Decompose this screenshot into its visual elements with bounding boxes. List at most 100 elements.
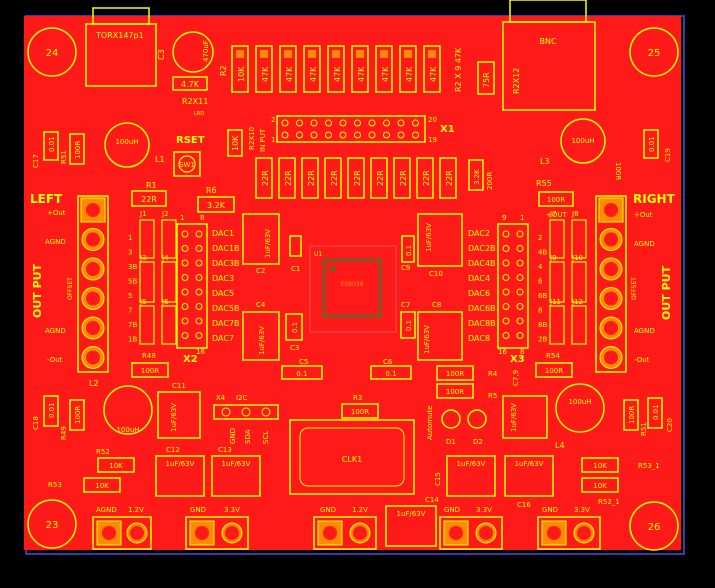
c19-label: C19 [664,148,672,162]
c2-value: 1uF/63V [264,229,272,258]
resistor-array-label: R2 X 9 47K [454,47,463,92]
c13-value: 1uF/63V [222,460,251,468]
term-33v: 3.3V [476,506,492,514]
jumper [161,219,177,259]
pad-hole [86,262,100,276]
x3-label: X3 [510,354,525,365]
jumper [139,305,155,345]
c3-small-label: C3 [290,344,299,352]
d1-label: D1 [446,438,456,446]
r51-value: 100R [74,141,82,159]
pin [502,288,510,296]
jumper-label: J12 [571,298,583,306]
resistor-4k7: 4.7K R2X11 LRD [172,76,208,117]
resistor-mid: 22R [370,157,388,199]
r6-value: 3.2K [207,201,226,210]
resistor-mid-value: 22R [399,170,408,186]
c14-label: C14 [425,496,439,504]
r-3k2-value: 3.2K [473,169,481,185]
dac-label: DAC8B [468,319,496,328]
pad-hole [86,203,100,217]
pad-hole [86,291,100,306]
capacitor-c6: C6 0.1 [370,358,412,380]
resistor-top: 47K [351,45,369,93]
resistor-r53-1: 10K R53_1 [581,457,660,473]
clock-clk1: CLK1 [289,419,415,495]
capacitor-c10: C10 1uF/63V [417,213,463,278]
left-offset-label: OFFSET [67,277,74,300]
x1-pin2-label: 2 [271,116,275,124]
pad-hole [86,350,100,365]
jumper [571,261,587,303]
jumper-label: J8 [571,210,579,218]
c18-label: C18 [32,416,40,430]
right-offset-label: OFFSET [631,277,638,300]
term-gnd: GND [190,506,206,514]
resistor-mid-value: 22R [284,170,293,186]
c20-value: 0.01 [652,404,660,420]
resistor-top: 47K [279,45,297,93]
pin [383,131,390,139]
r1-label: R1 [146,181,157,190]
jumper [139,219,155,259]
clk1-label: CLK1 [342,455,362,464]
c13-label: C13 [218,446,232,454]
pin [502,332,510,339]
jumper-number: 4 [538,263,543,271]
dac-label: DAC3B [212,259,240,268]
r50-value: 100R [614,162,622,180]
torx-connector: TORX147p1 [85,7,157,87]
c79-value: 1uF/63V [510,403,518,432]
resistor-top: 47K [399,45,417,93]
capacitor-c3-small: 0.1 C3 [285,313,303,352]
resistor-top-value: 47K [285,66,294,82]
resistor-mid: 22R [301,157,319,199]
x4-label: X4 [216,394,226,402]
pin [339,119,347,127]
c12-label: C12 [166,446,180,454]
r6-label: R6 [206,186,217,195]
c5-label: C5 [299,358,308,366]
inductor-value: 100uH [116,426,139,434]
pin [516,303,524,310]
jumper-number: 5 [128,292,132,300]
dac-chip-u1: ES9038 U1 [309,245,397,333]
r52-1-label: R52_1 [598,498,620,506]
x2-pin1: 1 [180,214,184,222]
c15-value: 1uF/63V [457,460,486,468]
right-minus-out: -Out [634,356,650,364]
resistor-r48: R48 100R [131,352,169,378]
r2x12-label: R2X12 [512,68,521,94]
r1-value: 22R [141,195,157,204]
x4-gnd: GND [229,428,237,444]
x3-pin9: 9 [502,214,506,222]
dac-label: DAC8 [468,334,490,343]
capacitor-c14: C14 1uF/63V [385,496,439,547]
resistor-r52: R52 10K [96,448,135,473]
jumper-label: J7 [549,210,557,218]
pad-hole [604,291,618,306]
l4-label: L4 [555,441,565,450]
header-x2: X2 8 1 16 [176,214,208,365]
power-terminal-gnd-33v-a: GND 3.3V [185,506,249,550]
dac-label: DAC5B [212,304,240,313]
c12-value: 1uF/63V [166,460,195,468]
dac-label: DAC7 [212,334,234,343]
torx-label: TORX147p1 [95,31,144,40]
jumper [161,261,177,303]
r52-value: 10K [109,462,123,470]
c16-label: C16 [517,501,531,509]
input-label: IN PUT [259,128,267,152]
r51b-value: 100R [628,406,636,424]
bnc-label: BNC [539,37,556,46]
r-200r-value: 200R [486,172,494,190]
pin [195,274,203,281]
c5-value: 0.1 [296,370,307,378]
resistor-75r: 75R R2X12 [477,61,521,95]
l1-label: L1 [155,155,165,164]
left-label: LEFT [30,192,63,206]
term-33v: 3.3V [574,506,590,514]
pin [516,230,524,238]
c4-value: 1uF/63V [258,326,266,355]
header-x4-i2c: X4 I2C GND SDA SCL [213,394,279,444]
